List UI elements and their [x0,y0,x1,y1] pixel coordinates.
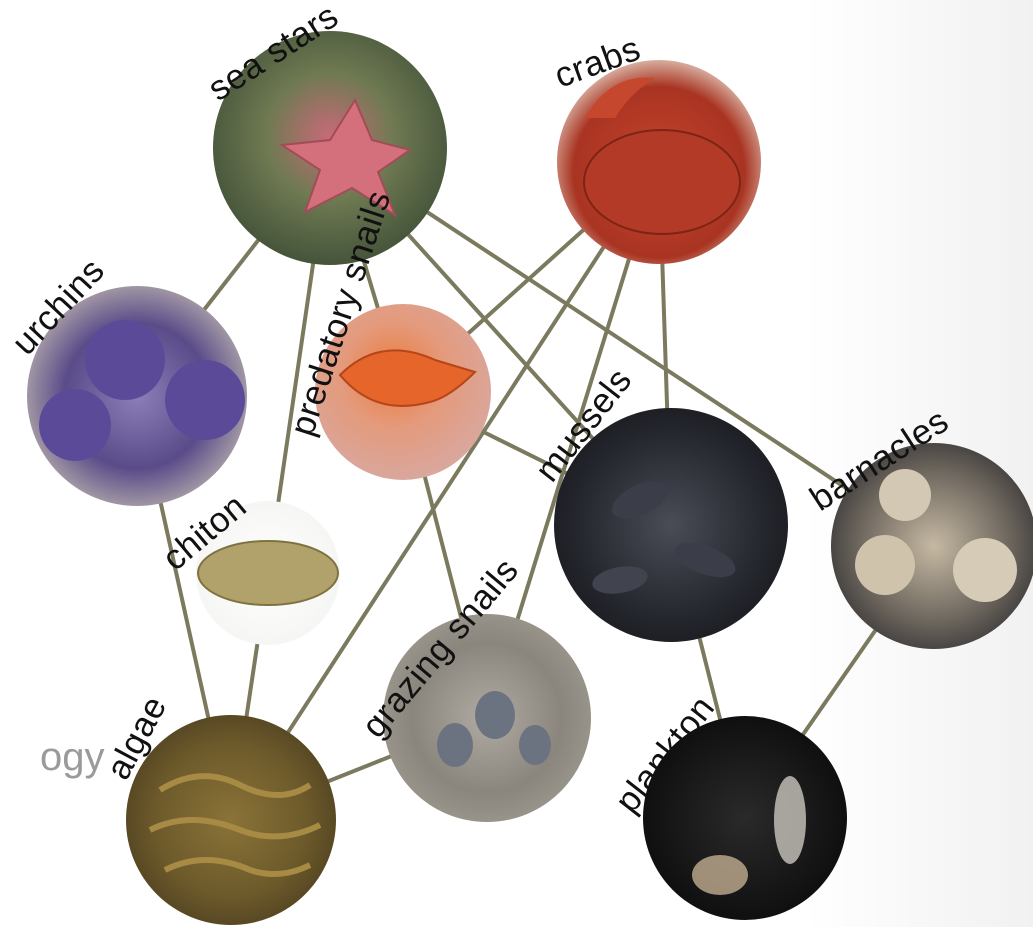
barnacle-icon [953,538,1017,602]
link-sea-stars-urchins [203,239,259,311]
node-sea-stars: sea stars [201,0,447,265]
link-chiton-algae [246,642,257,718]
urchin-icon [85,320,165,400]
link-crabs-predatory-snails [467,229,585,335]
node-barnacles: barnacles [803,401,1033,649]
node-grazing-snails: grazing snails [354,551,591,822]
chiton-icon [198,541,338,605]
grazing-snail-icon [475,691,515,739]
barnacle-icon [855,535,915,595]
node-algae: algae [99,690,336,925]
link-barnacles-plankton [802,629,876,736]
crab-icon [584,130,740,234]
algae-photo [126,715,336,925]
node-chiton: chiton [155,486,340,645]
node-mussels: mussels [528,361,788,642]
link-grazing-snails-algae [327,756,393,782]
urchin-icon [165,360,245,440]
copepod-icon [774,776,806,864]
link-crabs-mussels [662,262,667,410]
node-crabs: crabs [549,29,761,264]
grazing-snail-icon [437,723,473,767]
node-urchins: urchins [4,251,247,506]
urchin-icon [39,389,111,461]
plankton-icon [692,855,748,895]
grazing-snail-icon [519,725,551,765]
